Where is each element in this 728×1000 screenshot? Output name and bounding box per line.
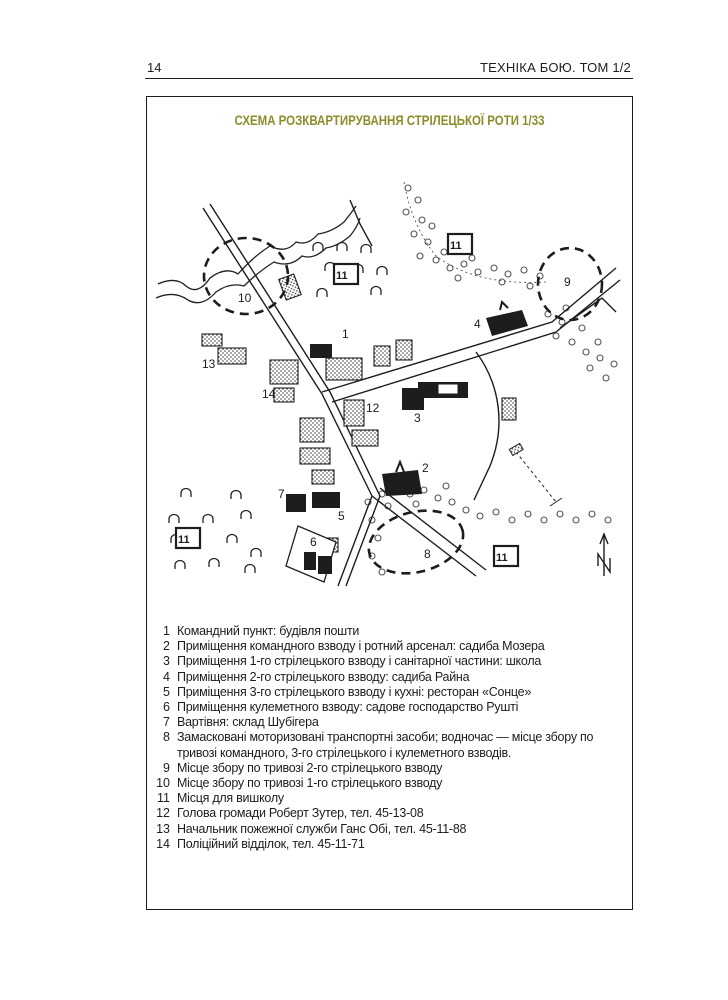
creek xyxy=(155,205,361,304)
solid-buildings xyxy=(285,300,528,583)
figure-frame xyxy=(146,96,633,910)
map-label-12: 12 xyxy=(366,401,380,415)
forest-edge-south xyxy=(364,482,612,576)
north-arrow xyxy=(597,532,611,576)
running-title: ТЕХНІКА БОЮ. ТОМ 1/2 xyxy=(480,60,631,75)
map-label-11d: 11 xyxy=(496,552,508,564)
map-label-8: 8 xyxy=(424,547,431,561)
map-label-9: 9 xyxy=(564,275,571,289)
scheme-title: СХЕМА РОЗКВАРТИРУВАННЯ СТРІЛЕЦЬКОЇ РОТИ … xyxy=(234,112,545,128)
forest-edge-northeast xyxy=(402,181,618,382)
training-area-markers xyxy=(174,232,520,568)
map-label-7: 7 xyxy=(278,487,285,501)
map-label-6: 6 xyxy=(310,535,317,549)
map-label-3: 3 xyxy=(414,411,421,425)
map-label-2: 2 xyxy=(422,461,429,475)
map-label-11c: 11 xyxy=(178,534,190,546)
map-label-13: 13 xyxy=(202,357,216,371)
page-number: 14 xyxy=(147,60,162,75)
map-label-14: 14 xyxy=(262,387,276,401)
map-label-11: 11 xyxy=(450,240,462,252)
header-rule xyxy=(145,78,633,79)
map-label-1: 1 xyxy=(342,327,349,341)
assembly-points xyxy=(202,236,604,575)
quartering-map: 1 2 3 4 5 6 7 8 9 10 11 11 11 11 12 13 1… xyxy=(155,181,621,587)
map-label-5: 5 xyxy=(338,509,345,523)
footpath xyxy=(508,442,563,507)
dotted-buildings xyxy=(201,273,517,553)
map-label-11b: 11 xyxy=(336,270,348,282)
map-label-4: 4 xyxy=(474,317,481,331)
map-label-10: 10 xyxy=(238,291,252,305)
